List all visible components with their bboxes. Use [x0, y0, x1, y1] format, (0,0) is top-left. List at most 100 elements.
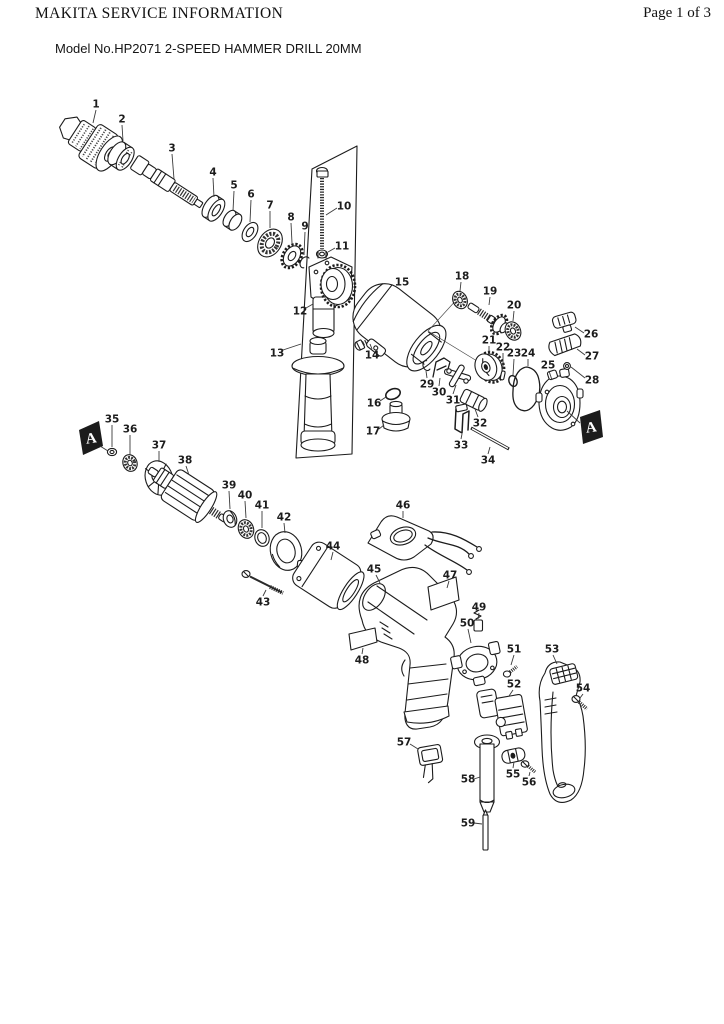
- part-54-screw: [571, 695, 589, 711]
- part-label-26: 26: [584, 329, 599, 341]
- part-label-48: 48: [355, 655, 370, 667]
- part-label-56: 56: [522, 777, 537, 789]
- leader-line-59: [473, 822, 483, 825]
- part-12-gear-housing: [308, 256, 357, 339]
- part-label-41: 41: [255, 500, 270, 512]
- part-label-17: 17: [366, 426, 381, 438]
- part-30-spring: [432, 357, 451, 378]
- part-label-11: 11: [335, 241, 350, 253]
- leader-line-2: [121, 124, 124, 142]
- part-label-14: 14: [365, 350, 380, 362]
- part-label-39: 39: [222, 480, 237, 492]
- leader-line-54: [579, 693, 584, 699]
- leader-line-53: [552, 654, 558, 665]
- leader-line-26: [574, 326, 585, 334]
- part-label-44: 44: [326, 541, 341, 553]
- part-7-ball-bearing: [257, 228, 283, 258]
- leader-line-50: [467, 628, 472, 644]
- part-34-rod: [470, 426, 510, 451]
- part-29-ring: [422, 360, 431, 372]
- leader-line-57: [409, 743, 419, 750]
- leader-line-18: [459, 281, 462, 292]
- part-label-31: 31: [446, 395, 461, 407]
- part-31-shift-fork: [443, 364, 472, 388]
- part-label-21: 21: [482, 335, 497, 347]
- leader-line-5: [232, 190, 235, 212]
- model-number-line: Model No.HP2071 2-SPEED HAMMER DRILL 20M…: [55, 41, 362, 56]
- part-20-bearing: [504, 321, 522, 341]
- part-44-field: [292, 541, 365, 611]
- leader-line-10: [325, 207, 338, 216]
- part-label-15: 15: [395, 277, 410, 289]
- part-label-10: 10: [337, 201, 352, 213]
- leader-line-39: [228, 490, 231, 510]
- part-label-58: 58: [461, 774, 476, 786]
- leader-line-3: [171, 153, 175, 180]
- part-15-gear-housing-cover: [352, 283, 447, 372]
- part-47-nameplate: [427, 576, 460, 611]
- leader-line-23: [512, 358, 515, 376]
- part-label-59: 59: [461, 818, 476, 830]
- part-label-6: 6: [247, 189, 254, 201]
- part-label-35: 35: [105, 414, 120, 426]
- part-label-47: 47: [443, 570, 458, 582]
- part-49-carbon-brush: [473, 609, 484, 632]
- part-label-57: 57: [397, 737, 412, 749]
- badge-a-right-letter: A: [585, 419, 598, 436]
- part-26-slide-button: [551, 311, 577, 333]
- part-label-33: 33: [454, 440, 469, 452]
- part-57-capacitor: [417, 744, 444, 784]
- part-label-51: 51: [507, 644, 522, 656]
- part-8-gear: [280, 242, 304, 270]
- part-label-23: 23: [507, 348, 522, 360]
- part-label-20: 20: [507, 300, 522, 312]
- badge-a-left-letter: A: [85, 430, 98, 447]
- part-27-change-lever: [548, 333, 582, 357]
- leader-line-1: [92, 109, 97, 124]
- leader-line-45: [375, 574, 381, 584]
- part-19-gear-shaft: [467, 302, 509, 336]
- leader-line-4: [212, 177, 215, 198]
- part-label-8: 8: [287, 212, 294, 224]
- leader-line-13: [282, 343, 302, 351]
- part-50-brush-holder: [450, 640, 501, 687]
- leader-line-8: [290, 222, 293, 244]
- part-label-12: 12: [293, 306, 308, 318]
- part-3-spindle: [130, 155, 204, 209]
- part-label-45: 45: [367, 564, 382, 576]
- leader-line-56: [528, 771, 531, 777]
- part-label-54: 54: [576, 683, 591, 695]
- part-label-52: 52: [507, 679, 522, 691]
- part-label-9: 9: [301, 221, 308, 233]
- leader-line-32: [474, 408, 479, 418]
- leader-line-47: [446, 580, 450, 589]
- part-label-55: 55: [506, 769, 521, 781]
- part-label-3: 3: [168, 143, 175, 155]
- part-label-29: 29: [420, 379, 435, 391]
- part-38-armature: [147, 466, 228, 523]
- part-16-o-ring: [384, 387, 402, 401]
- part-label-2: 2: [118, 114, 125, 126]
- leader-line-29: [425, 370, 428, 379]
- leader-line-30: [438, 377, 441, 387]
- part-label-50: 50: [460, 618, 475, 630]
- part-41-ring: [254, 529, 270, 547]
- part-label-24: 24: [521, 348, 536, 360]
- part-2-chuck-ring: [107, 141, 135, 171]
- part-32-holder: [459, 388, 488, 412]
- leader-line-19: [488, 296, 491, 306]
- part-label-28: 28: [585, 375, 600, 387]
- part-label-27: 27: [585, 351, 600, 363]
- part-label-34: 34: [481, 455, 496, 467]
- leader-line-51: [510, 654, 515, 666]
- part-6-washer: [241, 221, 259, 243]
- part-label-25: 25: [541, 360, 556, 372]
- part-label-19: 19: [483, 286, 498, 298]
- leader-line-12: [305, 303, 314, 309]
- leader-line-27: [576, 348, 586, 356]
- part-22-pin: [499, 370, 506, 381]
- leader-line-49: [477, 612, 480, 620]
- part-label-18: 18: [455, 271, 470, 283]
